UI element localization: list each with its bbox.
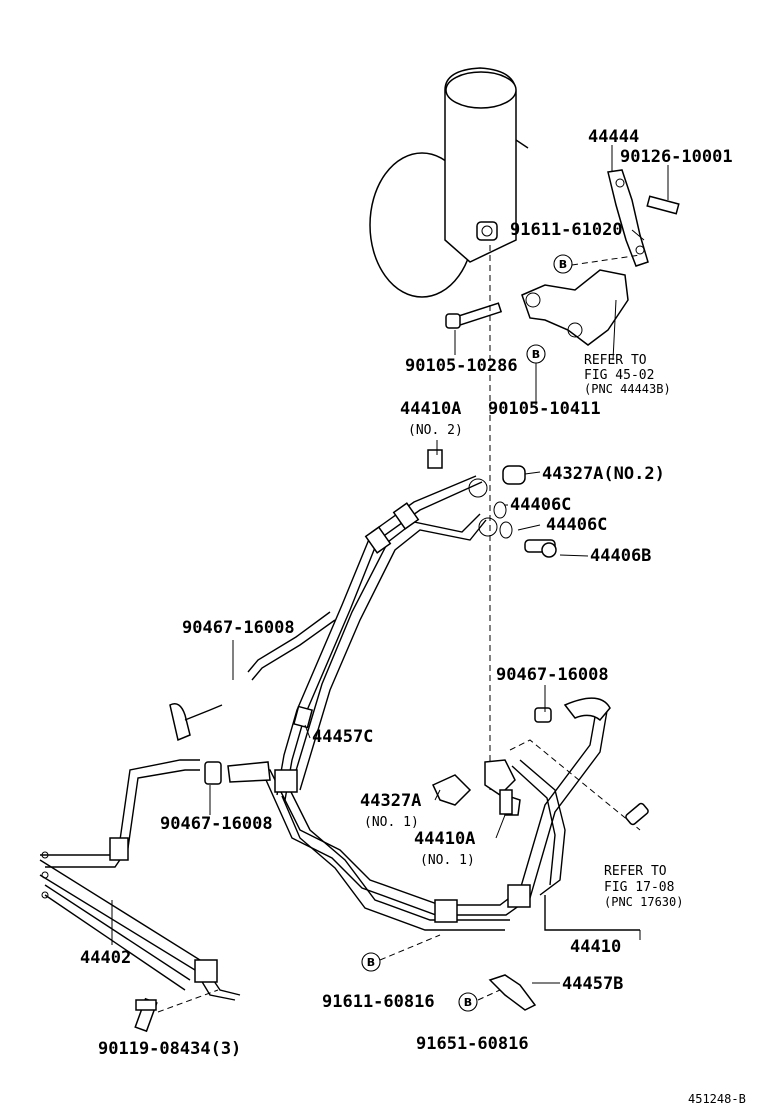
label-44410: 44410 xyxy=(570,937,621,957)
ref2-line3: (PNC 17630) xyxy=(604,895,683,909)
label-91611-60816: 91611-60816 xyxy=(322,992,435,1012)
label-44444: 44444 xyxy=(588,127,639,147)
label-44327a-no2: 44327A(NO.2) xyxy=(542,464,665,484)
figure-code: 451248-B xyxy=(688,1092,746,1106)
label-90105-10411: 90105-10411 xyxy=(488,399,601,419)
label-90467-16008-lower: 90467-16008 xyxy=(160,814,273,834)
label-44410a-no1: 44410A xyxy=(414,829,475,849)
part-labels: 44444 90126-10001 91611-61020 90105-1028… xyxy=(80,127,733,1059)
return-pipe-illustration xyxy=(204,697,649,1011)
label-91651-60816: 91651-60816 xyxy=(416,1034,529,1054)
label-44406c-upper: 44406C xyxy=(510,495,571,515)
label-44410a-no2: 44410A xyxy=(400,399,461,419)
label-44406c-lower: 44406C xyxy=(546,515,607,535)
label-44327a-no1: 44327A xyxy=(360,791,421,811)
ref2-line1: REFER TO xyxy=(604,864,667,879)
label-90126-10001: 90126-10001 xyxy=(620,147,733,167)
bracket-illustration xyxy=(445,169,680,346)
ref1-line1: REFER TO xyxy=(584,353,647,368)
marker-b-4: B xyxy=(464,996,472,1009)
label-44457c: 44457C xyxy=(312,727,373,747)
label-44457b: 44457B xyxy=(562,974,623,994)
ref1-line3: (PNC 44443B) xyxy=(584,382,671,396)
ref1-line2: FIG 45-02 xyxy=(584,368,654,383)
label-44410a-no2-note: (NO. 2) xyxy=(408,423,463,438)
fittings-illustration xyxy=(427,449,557,558)
reference-marker-b: B B B B xyxy=(361,254,573,1012)
label-90119-08434: 90119-08434(3) xyxy=(98,1039,241,1059)
label-90467-16008-upper: 90467-16008 xyxy=(182,618,295,638)
label-44327a-no1-note: (NO. 1) xyxy=(364,815,419,830)
dashed-reference-lines xyxy=(157,245,641,1013)
label-90467-16008-right: 90467-16008 xyxy=(496,665,609,685)
marker-b-1: B xyxy=(559,258,567,271)
marker-b-2: B xyxy=(532,348,540,361)
label-44410a-no1-note: (NO. 1) xyxy=(420,853,475,868)
label-44406b: 44406B xyxy=(590,546,651,566)
reference-notes: REFER TO FIG 45-02 (PNC 44443B) REFER TO… xyxy=(584,353,683,909)
label-44402: 44402 xyxy=(80,948,131,968)
leader-lines xyxy=(111,145,669,984)
cooler-pipe-illustration xyxy=(39,703,241,1001)
label-91611-61020: 91611-61020 xyxy=(510,220,623,240)
bolts-illustration xyxy=(134,789,513,1033)
ref2-line2: FIG 17-08 xyxy=(604,880,674,895)
label-90105-10286: 90105-10286 xyxy=(405,356,518,376)
pump-reservoir-illustration xyxy=(369,67,529,298)
pressure-hose-illustration xyxy=(247,475,498,801)
marker-b-3: B xyxy=(367,956,375,969)
